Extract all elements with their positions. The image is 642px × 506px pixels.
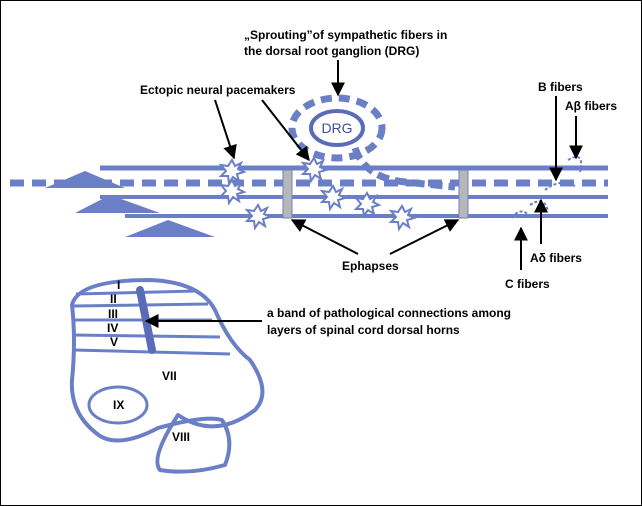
lamina-ix-outline: [87, 385, 149, 425]
arrow-ephapse-left: [290, 219, 359, 255]
pacemaker-star: [300, 156, 329, 184]
lamina-label-viii: VIII: [172, 430, 190, 444]
spinal-cord-section: I II III IV V VII IX VIII: [69, 278, 265, 474]
pacemaker-star: [388, 204, 417, 232]
fiber-triangle-1: [45, 171, 125, 188]
c-fibers-label: C fibers: [505, 277, 550, 291]
band-label-line1: a band of pathological connections among: [267, 306, 511, 320]
lamina-label-i: I: [117, 278, 120, 292]
adelta-fibers-label: Aδ fibers: [530, 251, 582, 265]
drg-label: DRG: [321, 120, 352, 136]
annotation-arrows: [144, 60, 583, 328]
fiber-triangle-3: [125, 220, 215, 237]
lamina-label-ii: II: [110, 292, 117, 306]
c-fiber-end: [511, 210, 531, 219]
ectopic-pacemakers: [218, 156, 417, 232]
lamina-label-v: V: [110, 335, 118, 349]
pacemaker-star: [319, 184, 348, 212]
drg-outer-dashed: [288, 94, 386, 162]
ectopic-label: Ectopic neural pacemakers: [140, 83, 296, 97]
lamina-label-ix: IX: [113, 398, 124, 412]
cord-outline: [69, 278, 265, 474]
text-labels: „Sprouting”of sympathetic fibers in the …: [140, 28, 617, 337]
arrow-ectopic-left: [214, 99, 237, 160]
nerve-fibers: [10, 146, 608, 237]
fiber-triangle-2: [75, 195, 160, 213]
pacemaker-star: [244, 203, 273, 231]
lamina-label-iv: IV: [107, 321, 118, 335]
pacemaker-star: [218, 158, 247, 186]
ephapse-bar-right: [458, 169, 469, 219]
lamina-label-vii: VII: [162, 369, 177, 383]
lamina-line: [75, 289, 197, 296]
sprouting-label-line1: „Sprouting”of sympathetic fibers in: [244, 28, 447, 42]
sprouting-label-line2: the dorsal root ganglion (DRG): [244, 44, 419, 58]
pacemaker-star: [218, 178, 247, 206]
ephapses-label: Ephapses: [342, 259, 399, 273]
b-fiber-end: [544, 181, 576, 191]
arrow-ectopic-right: [261, 99, 310, 162]
abeta-fibers-label: Aβ fibers: [565, 99, 617, 113]
adelta-fiber-end: [529, 200, 549, 213]
pacemaker-star: [353, 191, 382, 219]
lamina-label-iii: III: [108, 307, 118, 321]
drg-ganglion: DRG: [288, 94, 386, 162]
ephapse-bar-left: [282, 169, 293, 219]
arrow-ephapse-right: [389, 219, 460, 255]
b-fibers-label: B fibers: [538, 80, 583, 94]
band-label-line2: layers of spinal cord dorsal horns: [267, 323, 460, 337]
drg-inner: [309, 109, 365, 147]
